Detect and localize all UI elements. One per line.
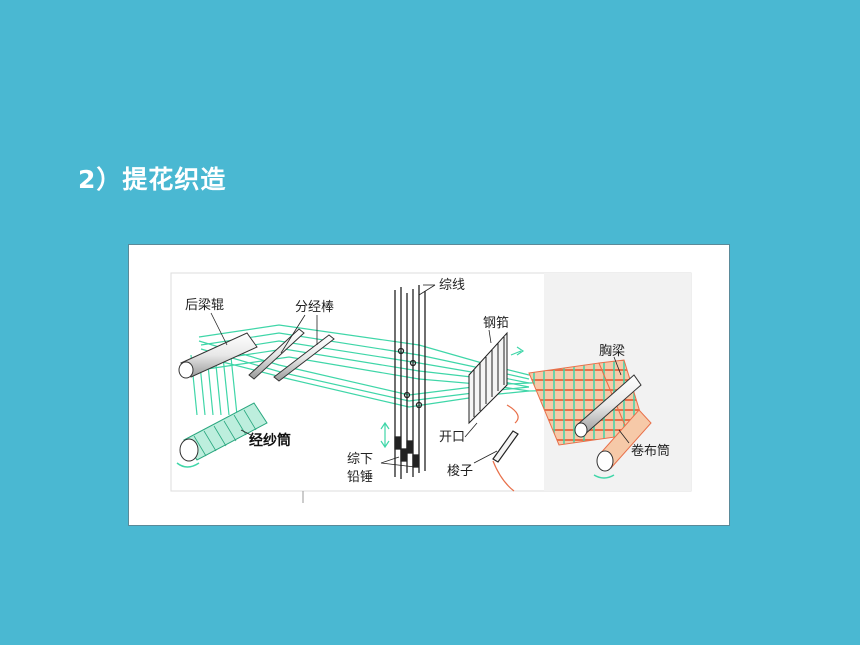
lease-rods <box>248 328 335 382</box>
label-shed: 开口 <box>439 430 465 445</box>
loom-diagram: 后梁辊 分经棒 综线 钢筘 胸梁 经纱筒 综下 铅锤 开口 梭子 卷布筒 <box>170 272 692 503</box>
label-back-beam: 后梁辊 <box>185 298 224 313</box>
shuttle <box>492 404 519 492</box>
cloth-roller <box>593 409 652 479</box>
label-breast-beam: 胸梁 <box>599 344 625 359</box>
label-lease-rods: 分经棒 <box>295 300 334 315</box>
reed-motion-arrow <box>510 346 525 356</box>
label-reed: 钢筘 <box>483 315 509 331</box>
heddle-frame <box>394 285 426 479</box>
label-warp-beam: 经纱筒 <box>249 432 291 449</box>
heddle-motion-arrow <box>380 421 390 449</box>
leader-lines <box>210 284 630 468</box>
breast-beam <box>574 374 642 438</box>
slide-title: 2）提花织造 <box>78 165 227 194</box>
back-beam-roller <box>178 332 258 379</box>
label-heddle: 综线 <box>439 278 465 293</box>
label-cloth-roller: 卷布筒 <box>631 443 670 459</box>
loom-diagram-frame: 后梁辊 分经棒 综线 钢筘 胸梁 经纱筒 综下 铅锤 开口 梭子 卷布筒 <box>128 244 730 526</box>
warp-beam <box>176 402 268 468</box>
label-shuttle: 梭子 <box>447 463 473 479</box>
label-heddle-weight-line1: 综下 <box>347 452 373 467</box>
reed <box>468 331 508 425</box>
label-heddle-weight-line2: 铅锤 <box>347 470 373 485</box>
